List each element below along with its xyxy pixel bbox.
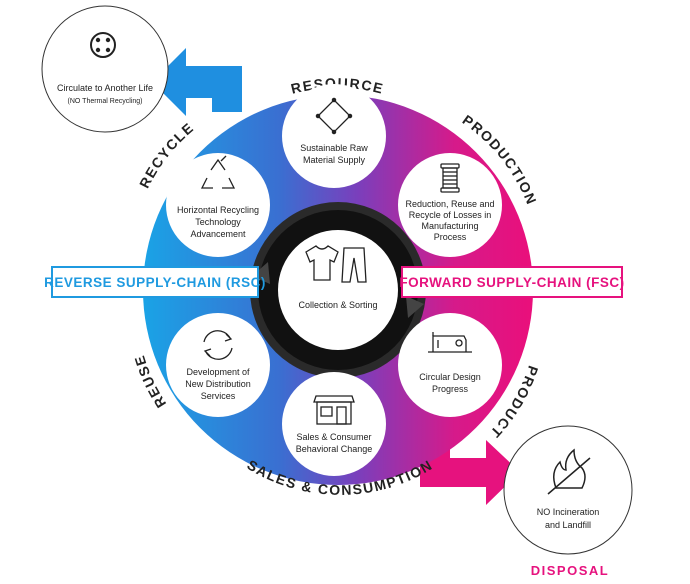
node-manufacturing-line4: Process: [434, 232, 467, 242]
node-manufacturing-line1: Reduction, Reuse and: [405, 199, 494, 209]
forward-supply-chain-label: FORWARD SUPPLY-CHAIN (FSC): [399, 275, 624, 290]
reverse-supply-chain-label: REVERSE SUPPLY-CHAIN (RSC): [44, 275, 266, 290]
center-label: Collection & Sorting: [298, 300, 377, 310]
circulate-note: (NO Thermal Recycling): [68, 98, 143, 105]
diamond-fabric-icon: [315, 97, 353, 135]
node-collection-sorting: Collection & Sorting: [278, 230, 398, 350]
node-distribution-line1: Development of: [186, 367, 250, 377]
node-distribution: Development of New Distribution Services: [166, 313, 270, 417]
reverse-supply-chain-box: REVERSE SUPPLY-CHAIN (RSC): [44, 266, 266, 298]
node-distribution-line2: New Distribution: [185, 379, 251, 389]
node-distribution-line3: Services: [201, 391, 236, 401]
node-circular-design-line2: Progress: [432, 384, 469, 394]
node-recycling-tech-line2: Technology: [195, 217, 241, 227]
circulate-title: Circulate to Another Life: [57, 83, 153, 93]
forward-supply-chain-box: FORWARD SUPPLY-CHAIN (FSC): [399, 266, 624, 298]
clothing-icon: [305, 245, 367, 283]
node-raw-material-line1: Sustainable Raw: [300, 143, 368, 153]
node-raw-material: Sustainable Raw Material Supply: [282, 84, 386, 188]
no-fire-icon: [547, 448, 591, 495]
node-circular-design-line1: Circular Design: [419, 372, 481, 382]
storefront-icon: [313, 395, 355, 425]
node-raw-material-line2: Material Supply: [303, 155, 366, 165]
node-recycling-tech: Horizontal Recycling Technology Advancem…: [166, 153, 270, 257]
node-circular-design: Circular Design Progress: [398, 313, 502, 417]
incineration-line2: and Landfill: [545, 520, 591, 530]
node-recycling-tech-line1: Horizontal Recycling: [177, 205, 259, 215]
node-sales: Sales & Consumer Behavioral Change: [282, 372, 386, 476]
recycle-icon: [200, 155, 236, 189]
outcome-circulate: Circulate to Another Life (NO Thermal Re…: [41, 5, 169, 133]
cycle-arrows-icon: [203, 330, 233, 360]
disposal-label: DISPOSAL: [531, 563, 609, 578]
node-sales-line1: Sales & Consumer: [296, 432, 371, 442]
node-recycling-tech-line3: Advancement: [190, 229, 246, 239]
node-sales-line2: Behavioral Change: [296, 444, 373, 454]
sewing-machine-icon: [428, 332, 472, 353]
incineration-line1: NO Incineration: [537, 507, 600, 517]
outcome-no-incineration: NO Incineration and Landfill: [503, 425, 633, 555]
circulate-arrow: [152, 48, 242, 116]
button-icon: [90, 32, 116, 58]
node-manufacturing-line2: Recycle of Losses in: [409, 210, 492, 220]
node-manufacturing: Reduction, Reuse and Recycle of Losses i…: [398, 153, 502, 257]
node-manufacturing-line3: Manufacturing: [421, 221, 478, 231]
thread-spool-icon: [440, 163, 460, 193]
